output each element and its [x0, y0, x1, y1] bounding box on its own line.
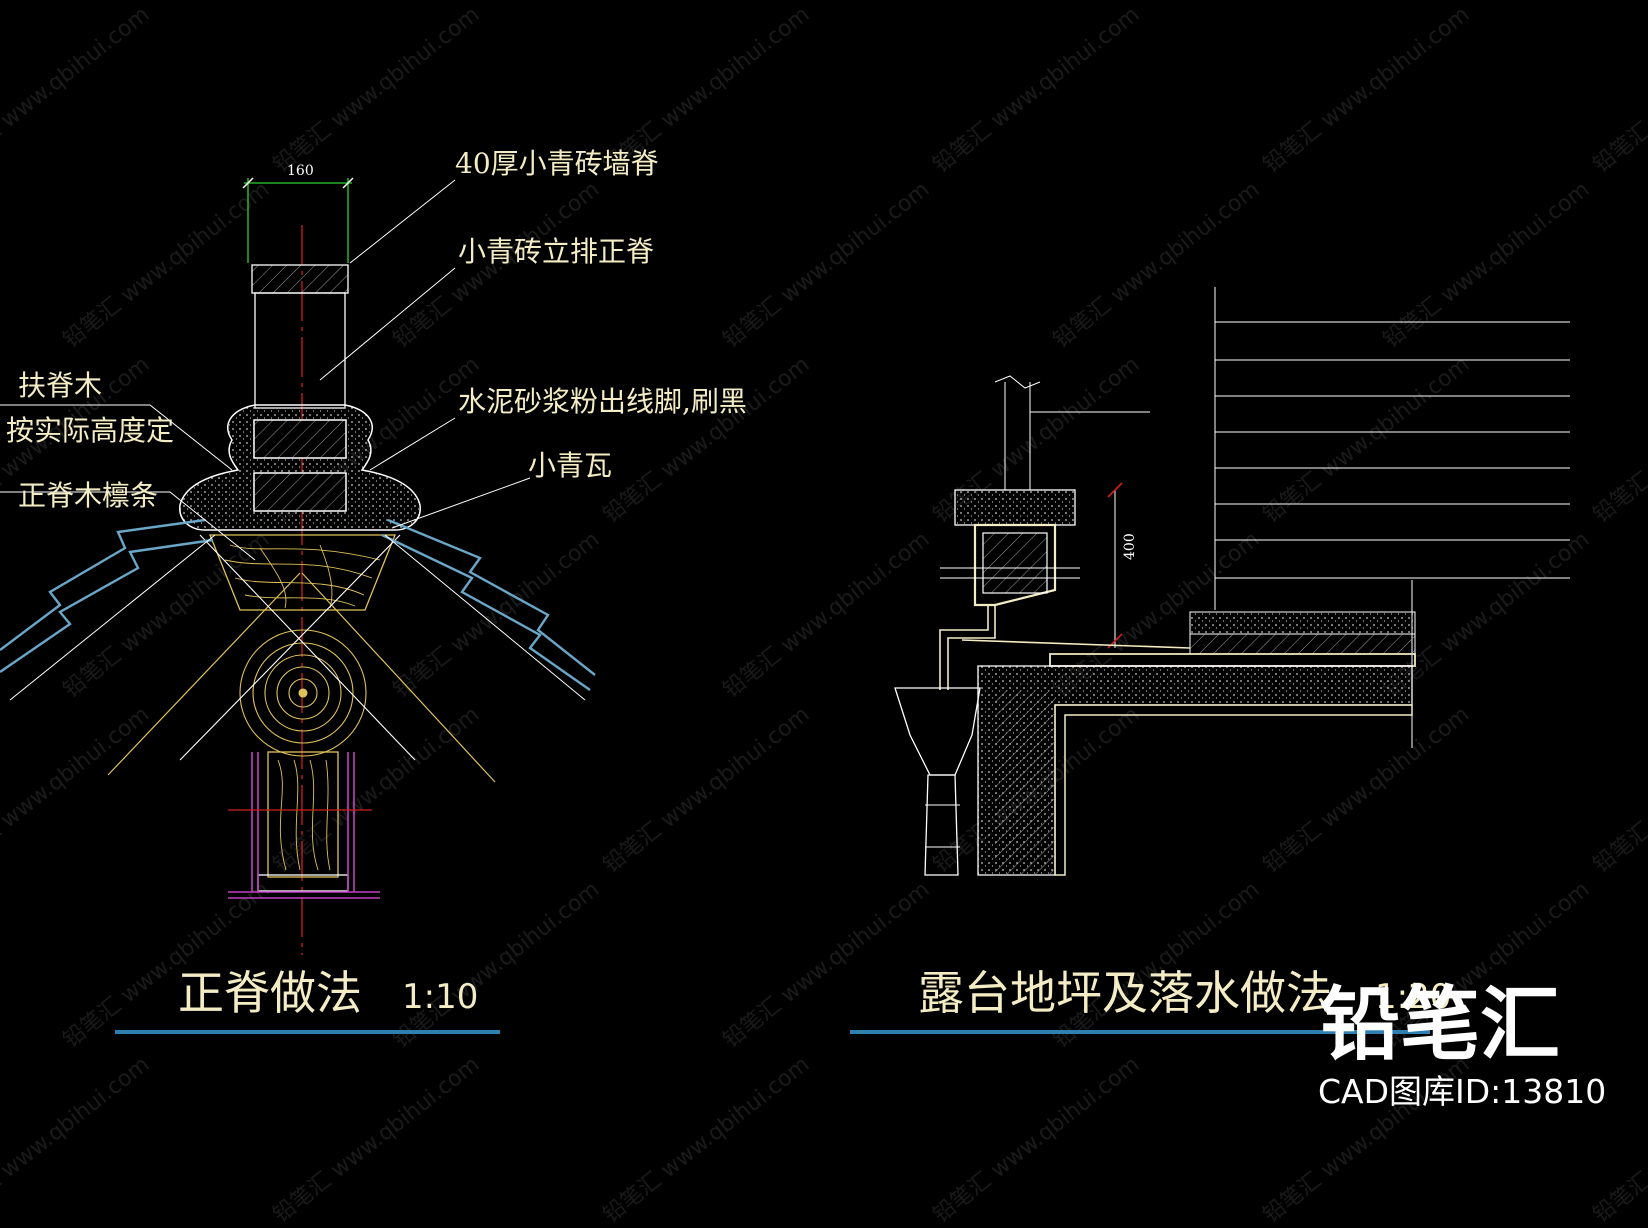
- label-wall-ridge: 40厚小青砖墙脊: [455, 147, 659, 180]
- dimension-label-400: 400: [1122, 533, 1138, 560]
- post: [267, 751, 339, 878]
- cap-brick: [251, 264, 349, 294]
- watermark-id: CAD图库ID:13810: [1318, 1072, 1607, 1111]
- mortar-profile: [179, 404, 421, 531]
- title-terrace: 露台地坪及落水做法: [918, 966, 1332, 1020]
- round-purlin: [239, 629, 367, 757]
- label-ridge-purlin: 正脊木檩条: [18, 479, 159, 512]
- cad-drawing-canvas: [0, 177, 1570, 1034]
- brackets: [228, 752, 380, 899]
- label-small-tile: 小青瓦: [528, 449, 613, 482]
- label-support-height: 按实际高度定: [6, 414, 175, 447]
- leader-lines: [0, 179, 531, 561]
- ridge-detail: [0, 177, 596, 955]
- dimension-160: [244, 178, 352, 263]
- label-support-wood: 扶脊木: [18, 369, 103, 402]
- scale-terrace: 1:20: [1375, 977, 1452, 1017]
- roof-tiles: [0, 518, 596, 691]
- downpipe: [939, 605, 1191, 690]
- upright-brick-column: [254, 292, 346, 409]
- scale-ridge: 1:10: [402, 977, 479, 1017]
- terrace-detail: [894, 287, 1570, 876]
- ridge-wood: [209, 534, 396, 611]
- label-mortar-line: 水泥砂浆粉出线脚,刷黑: [458, 385, 747, 418]
- dimension-label-160: 160: [287, 163, 314, 179]
- label-upright-ridge: 小青砖立排正脊: [458, 235, 655, 268]
- watermark-brand: 铅笔汇: [1320, 978, 1560, 1071]
- title-ridge: 正脊做法: [178, 966, 362, 1020]
- rain-hopper: [894, 687, 981, 776]
